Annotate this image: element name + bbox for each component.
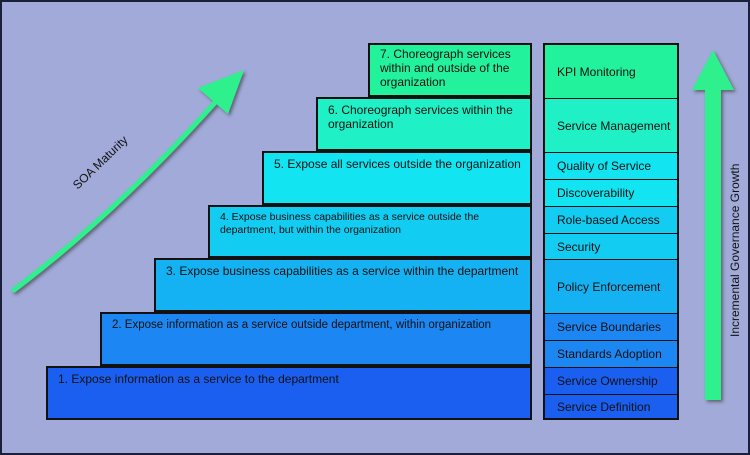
maturity-step-4: 4. Expose business capabilities as a ser… bbox=[208, 205, 532, 258]
governance-item-policy-enforcement: Policy Enforcement bbox=[545, 260, 677, 314]
step-1-text: 1. Expose information as a service to th… bbox=[58, 372, 339, 386]
maturity-step-6: 6. Choreograph services within the organ… bbox=[316, 97, 532, 151]
governance-column: KPI Monitoring Service Management Qualit… bbox=[543, 43, 679, 420]
maturity-step-3: 3. Expose business capabilities as a ser… bbox=[154, 258, 532, 312]
step-7-text-line-2: within and outside of the bbox=[380, 61, 510, 75]
step-4-text-line-2: department, but within the organization bbox=[220, 224, 401, 236]
step-3-text: 3. Expose business capabilities as a ser… bbox=[166, 264, 519, 278]
step-7-text-line-1: 7. Choreograph services bbox=[380, 47, 511, 61]
governance-item-standards-adoption: Standards Adoption bbox=[545, 341, 677, 368]
maturity-step-7: 7. Choreograph services within and outsi… bbox=[368, 43, 532, 97]
maturity-step-1: 1. Expose information as a service to th… bbox=[46, 366, 532, 420]
maturity-step-5: 5. Expose all services outside the organ… bbox=[262, 151, 532, 205]
governance-item-service-definition: Service Definition bbox=[545, 395, 677, 418]
governance-growth-arrow-icon bbox=[692, 50, 734, 400]
governance-item-security: Security bbox=[545, 234, 677, 260]
soa-maturity-arrow-icon bbox=[11, 70, 244, 293]
step-5-text: 5. Expose all services outside the organ… bbox=[274, 157, 521, 171]
step-2-text: 2. Expose information as a service outsi… bbox=[112, 319, 492, 331]
step-6-text-line-1: 6. Choreograph services within the bbox=[328, 103, 513, 117]
maturity-step-2: 2. Expose information as a service outsi… bbox=[100, 312, 532, 366]
governance-item-quality-of-service: Quality of Service bbox=[545, 153, 677, 180]
governance-item-discoverability: Discoverability bbox=[545, 180, 677, 207]
governance-growth-label: Incremental Governance Growth bbox=[728, 163, 742, 337]
step-7-text-line-3: organization bbox=[380, 75, 446, 89]
step-6-text-line-2: organization bbox=[328, 117, 394, 131]
governance-item-service-boundaries: Service Boundaries bbox=[545, 314, 677, 341]
governance-item-role-based-access: Role-based Access bbox=[545, 207, 677, 234]
governance-item-kpi-monitoring: KPI Monitoring bbox=[545, 45, 677, 99]
governance-item-service-ownership: Service Ownership bbox=[545, 368, 677, 395]
step-4-text-line-1: 4. Expose business capabilities as a ser… bbox=[220, 211, 480, 223]
governance-item-service-management: Service Management bbox=[545, 99, 677, 153]
